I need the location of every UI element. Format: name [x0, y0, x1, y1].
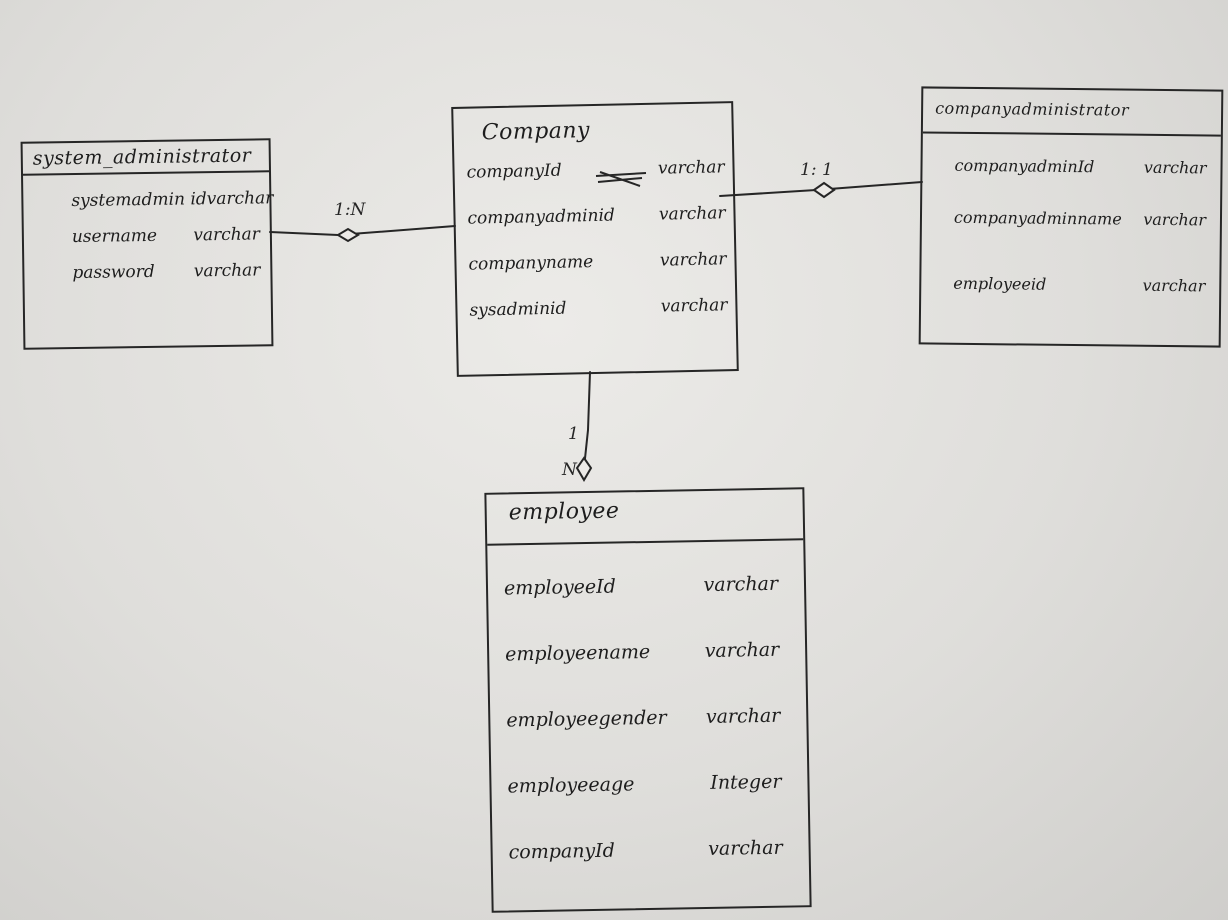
field-list: employeeId varchar employeename varchar … — [487, 540, 809, 885]
field-name: employeegender — [506, 706, 667, 732]
field-name: password — [72, 261, 155, 284]
company-cadmin-diamond — [812, 181, 836, 199]
sys-company-label: 1:N — [334, 200, 366, 220]
field-type: varchar — [1143, 157, 1207, 178]
company-strikethrough-mark — [595, 171, 647, 187]
field-type: varchar — [660, 295, 728, 317]
field-name: companyadminname — [953, 207, 1122, 229]
field-list: companyId varchar companyadminid varchar… — [454, 140, 736, 334]
company-employee-many-label: N — [562, 460, 577, 480]
field-type: varchar — [1143, 209, 1207, 230]
field-row: companyadminId varchar — [954, 140, 1207, 195]
entity-employee: employee employeeId varchar employeename… — [484, 487, 812, 913]
field-name: username — [71, 225, 158, 248]
field-row: systemadmin id varchar — [71, 180, 273, 219]
field-name: employeeid — [953, 273, 1047, 294]
field-type: varchar — [206, 188, 274, 210]
field-type: varchar — [658, 203, 726, 225]
field-row: employeeage Integer — [507, 749, 782, 820]
company-employee-one-label: 1 — [568, 424, 579, 444]
field-row: sysadminid varchar — [469, 282, 728, 333]
field-name: employeeId — [503, 575, 617, 600]
sys-company-connector — [269, 225, 456, 237]
field-row: employeeId varchar — [503, 551, 778, 622]
field-name: companyname — [468, 252, 594, 275]
field-name: companyId — [466, 160, 562, 183]
field-type: varchar — [1142, 275, 1206, 296]
entity-title: employee — [486, 489, 804, 546]
field-row: companyadminid varchar — [467, 190, 726, 241]
company-employee-diamond — [575, 456, 593, 482]
field-type: varchar — [657, 157, 725, 179]
sys-company-diamond — [336, 227, 360, 243]
field-row: companyname varchar — [468, 236, 727, 287]
field-name: companyadminid — [467, 205, 616, 229]
field-type: varchar — [193, 260, 261, 282]
entity-title: Company — [481, 118, 591, 146]
field-type: varchar — [659, 249, 727, 271]
field-name: systemadmin id — [71, 189, 207, 212]
field-name: companyId — [508, 839, 616, 864]
field-name: sysadminid — [469, 298, 567, 321]
field-type: varchar — [707, 836, 783, 860]
field-name: companyadminId — [954, 155, 1095, 177]
field-row: password varchar — [72, 252, 260, 291]
field-row: username varchar — [72, 216, 260, 255]
entity-company-administrator: companyadministrator companyadminId varc… — [918, 86, 1224, 348]
entity-system-administrator: system_administrator systemadmin id varc… — [20, 138, 274, 350]
entity-title: companyadministrator — [922, 88, 1222, 137]
field-type: varchar — [704, 638, 780, 663]
entity-title: system_administrator — [22, 140, 270, 176]
field-row: companyId varchar — [508, 815, 783, 886]
company-cadmin-label: 1: 1 — [800, 160, 833, 180]
field-row: employeename varchar — [505, 617, 780, 688]
field-row: companyadminname varchar — [954, 192, 1207, 247]
field-list: systemadmin id varchar username varchar … — [23, 172, 273, 291]
field-name: employeeage — [507, 773, 635, 798]
company-employee-connector — [583, 371, 591, 469]
field-row: companyId varchar — [466, 144, 725, 195]
field-row: employeeid varchar — [953, 258, 1206, 313]
field-list: companyadminId varchar companyadminname … — [921, 133, 1221, 312]
field-type: varchar — [705, 704, 781, 728]
field-type: varchar — [193, 224, 261, 246]
field-type: varchar — [703, 572, 779, 597]
field-row: employeegender varchar — [506, 683, 781, 754]
field-type: Integer — [710, 770, 782, 794]
field-name: employeename — [504, 640, 651, 666]
entity-company: Company companyId varchar companyadminid… — [451, 101, 739, 377]
